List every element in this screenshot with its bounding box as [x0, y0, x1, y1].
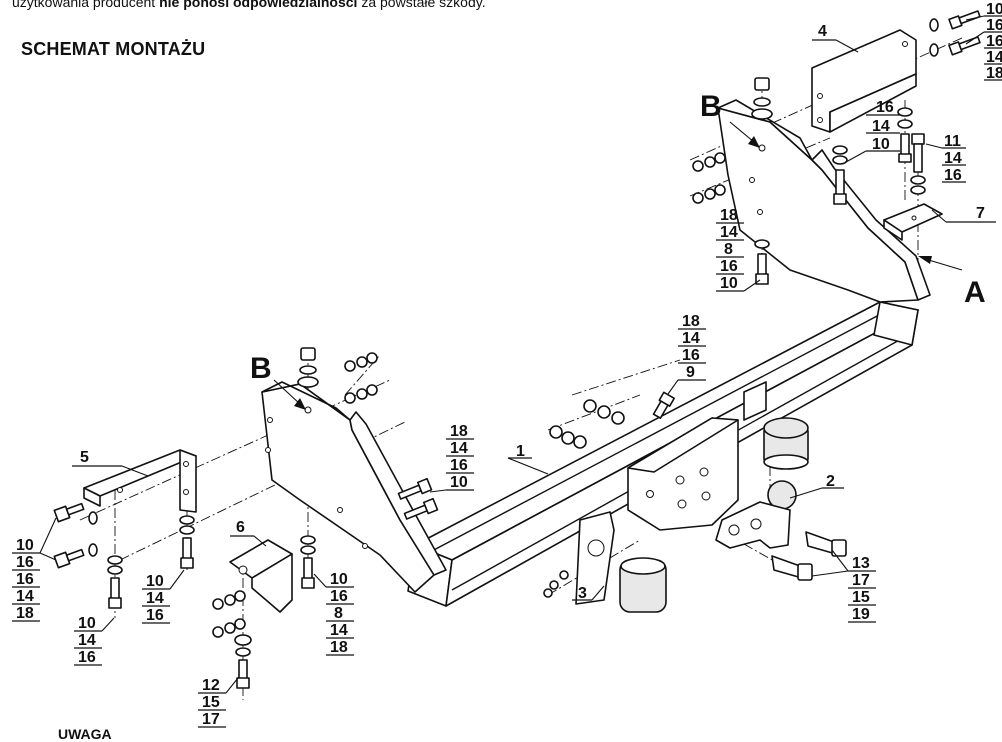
stack-ball-bolts-3: 15: [852, 589, 870, 606]
hardware: [53, 10, 981, 689]
stack-top-right-2: 16: [986, 17, 1002, 34]
stack-left-side-bolts-2: 14: [450, 440, 468, 457]
stack-ball-bolts-4: 19: [852, 606, 870, 623]
stack-bracket5-left-3: 16: [16, 571, 34, 588]
stack-top-right: 10 16 16 14 18: [965, 1, 1002, 82]
bracket-5: [83, 449, 197, 513]
stack-b-top-bolt-2: 14: [720, 224, 738, 241]
stack-bracket-bolt-top-2: 14: [872, 118, 890, 135]
stack-center-bolt-4: 9: [686, 364, 695, 381]
stack-b-top-bolt-1: 18: [720, 207, 738, 224]
warning-note: użytkowania producent nie ponosi odpowie…: [12, 0, 486, 10]
stack-bracket6-bottom-2: 15: [202, 694, 220, 711]
stack-center-bolt-3: 16: [682, 347, 700, 364]
stack-bracket5-left-5: 18: [16, 605, 34, 622]
nut-group-bracket-6: [212, 590, 246, 638]
stack-top-right-3: 16: [986, 33, 1002, 50]
part-1-label: 1: [516, 443, 525, 460]
warning-note-start: użytkowania producent: [12, 0, 160, 10]
stack-bracket5-right-3: 16: [146, 607, 164, 624]
stack-bracket6-bolt: 10 16 8 14 18: [313, 571, 354, 656]
stack-bolt-11-1: 11: [944, 133, 961, 150]
stack-bracket5-left-2: 16: [16, 554, 34, 571]
stack-bracket5-left-4: 14: [16, 588, 34, 605]
stack-center-bolt: 18 14 16 9: [667, 313, 706, 395]
nut-group-b-top: [692, 152, 726, 204]
part-2-label: 2: [826, 473, 835, 490]
stack-b-top-bolt-3: 8: [724, 241, 733, 258]
stack-bracket6-bottom-3: 17: [202, 711, 220, 728]
stack-left-side-bolts: 18 14 16 10: [429, 423, 474, 493]
stack-top-right-5: 18: [986, 65, 1002, 82]
part-7-label: 7: [976, 205, 985, 222]
bracket-6: [229, 539, 293, 613]
stack-left-side-bolts-1: 18: [450, 423, 468, 440]
stack-bolt-11: 11 14 16: [925, 133, 966, 184]
part-5-label: 5: [80, 449, 89, 466]
stack-ball-bolts-2: 17: [852, 572, 870, 589]
stack-bracket5-left-1: 10: [16, 537, 34, 554]
stack-center-bolt-1: 18: [682, 313, 700, 330]
stack-bracket6-bolt-3: 8: [334, 605, 343, 622]
stack-bracket5-left: 10 16 16 14 18: [12, 517, 57, 622]
point-b-top-label: B: [700, 90, 722, 123]
stack-bracket6-bottom: 12 15 17: [198, 677, 239, 728]
stack-bracket5-bottom-1: 10: [78, 615, 96, 632]
point-b-left-label: B: [250, 352, 272, 385]
warning-note-end: za powstałe szkody.: [357, 0, 486, 10]
stack-bracket6-bottom-1: 12: [202, 677, 220, 694]
stack-bracket5-bottom-2: 14: [78, 632, 96, 649]
stack-bracket5-right: 10 14 16: [142, 569, 185, 624]
nut-group-b-left: [344, 352, 378, 404]
stack-left-side-bolts-4: 10: [450, 474, 468, 491]
stack-b-top-bolt: 18 14 8 16 10: [716, 207, 761, 292]
plate-7: [883, 203, 943, 241]
stack-ball-bolts-1: 13: [852, 555, 870, 572]
nut-group-center: [549, 399, 625, 449]
stack-b-top-bolt-5: 10: [720, 275, 738, 292]
stack-bracket-bolt-top-3: 10: [872, 136, 890, 153]
ball-mount-plate: [627, 417, 739, 531]
stack-bracket5-right-2: 14: [146, 590, 164, 607]
part-3-label: 3: [578, 585, 587, 602]
stack-ball-bolts: 13 17 15 19: [811, 549, 876, 623]
stack-bracket6-bolt-5: 18: [330, 639, 348, 656]
electrical-socket: [543, 511, 667, 613]
part-6-label: 6: [236, 519, 245, 536]
bracket-4: [811, 29, 917, 133]
ball-bolts: [771, 531, 847, 581]
stack-bracket5-bottom-3: 16: [78, 649, 96, 666]
stack-bracket5-right-1: 10: [146, 573, 164, 590]
stack-bracket6-bolt-1: 10: [330, 571, 348, 588]
stack-bracket6-bolt-4: 14: [330, 622, 348, 639]
tow-ball: [715, 417, 809, 549]
reference-arrows: [273, 121, 963, 410]
page-title: SCHEMAT MONTAŻU: [21, 39, 206, 59]
stack-bolt-11-2: 14: [944, 150, 962, 167]
stack-bracket-bolt-top-1: 16: [876, 99, 894, 116]
part-4-label: 4: [818, 23, 827, 40]
stack-bracket6-bolt-2: 16: [330, 588, 348, 605]
part-callouts: [72, 39, 996, 601]
stack-top-right-1: 10: [986, 1, 1002, 18]
stack-bolt-11-3: 16: [944, 167, 962, 184]
warning-note-emphasis: nie ponosi odpowiedzialności: [159, 0, 358, 10]
stack-b-top-bolt-4: 16: [720, 258, 738, 275]
point-a-label: A: [964, 276, 986, 309]
stack-center-bolt-2: 14: [682, 330, 700, 347]
stack-bracket-bolt-top: 16 14 10: [845, 99, 900, 163]
stack-left-side-bolts-3: 16: [450, 457, 468, 474]
stack-bracket5-bottom: 10 14 16: [74, 615, 115, 666]
stack-top-right-4: 14: [986, 49, 1002, 66]
